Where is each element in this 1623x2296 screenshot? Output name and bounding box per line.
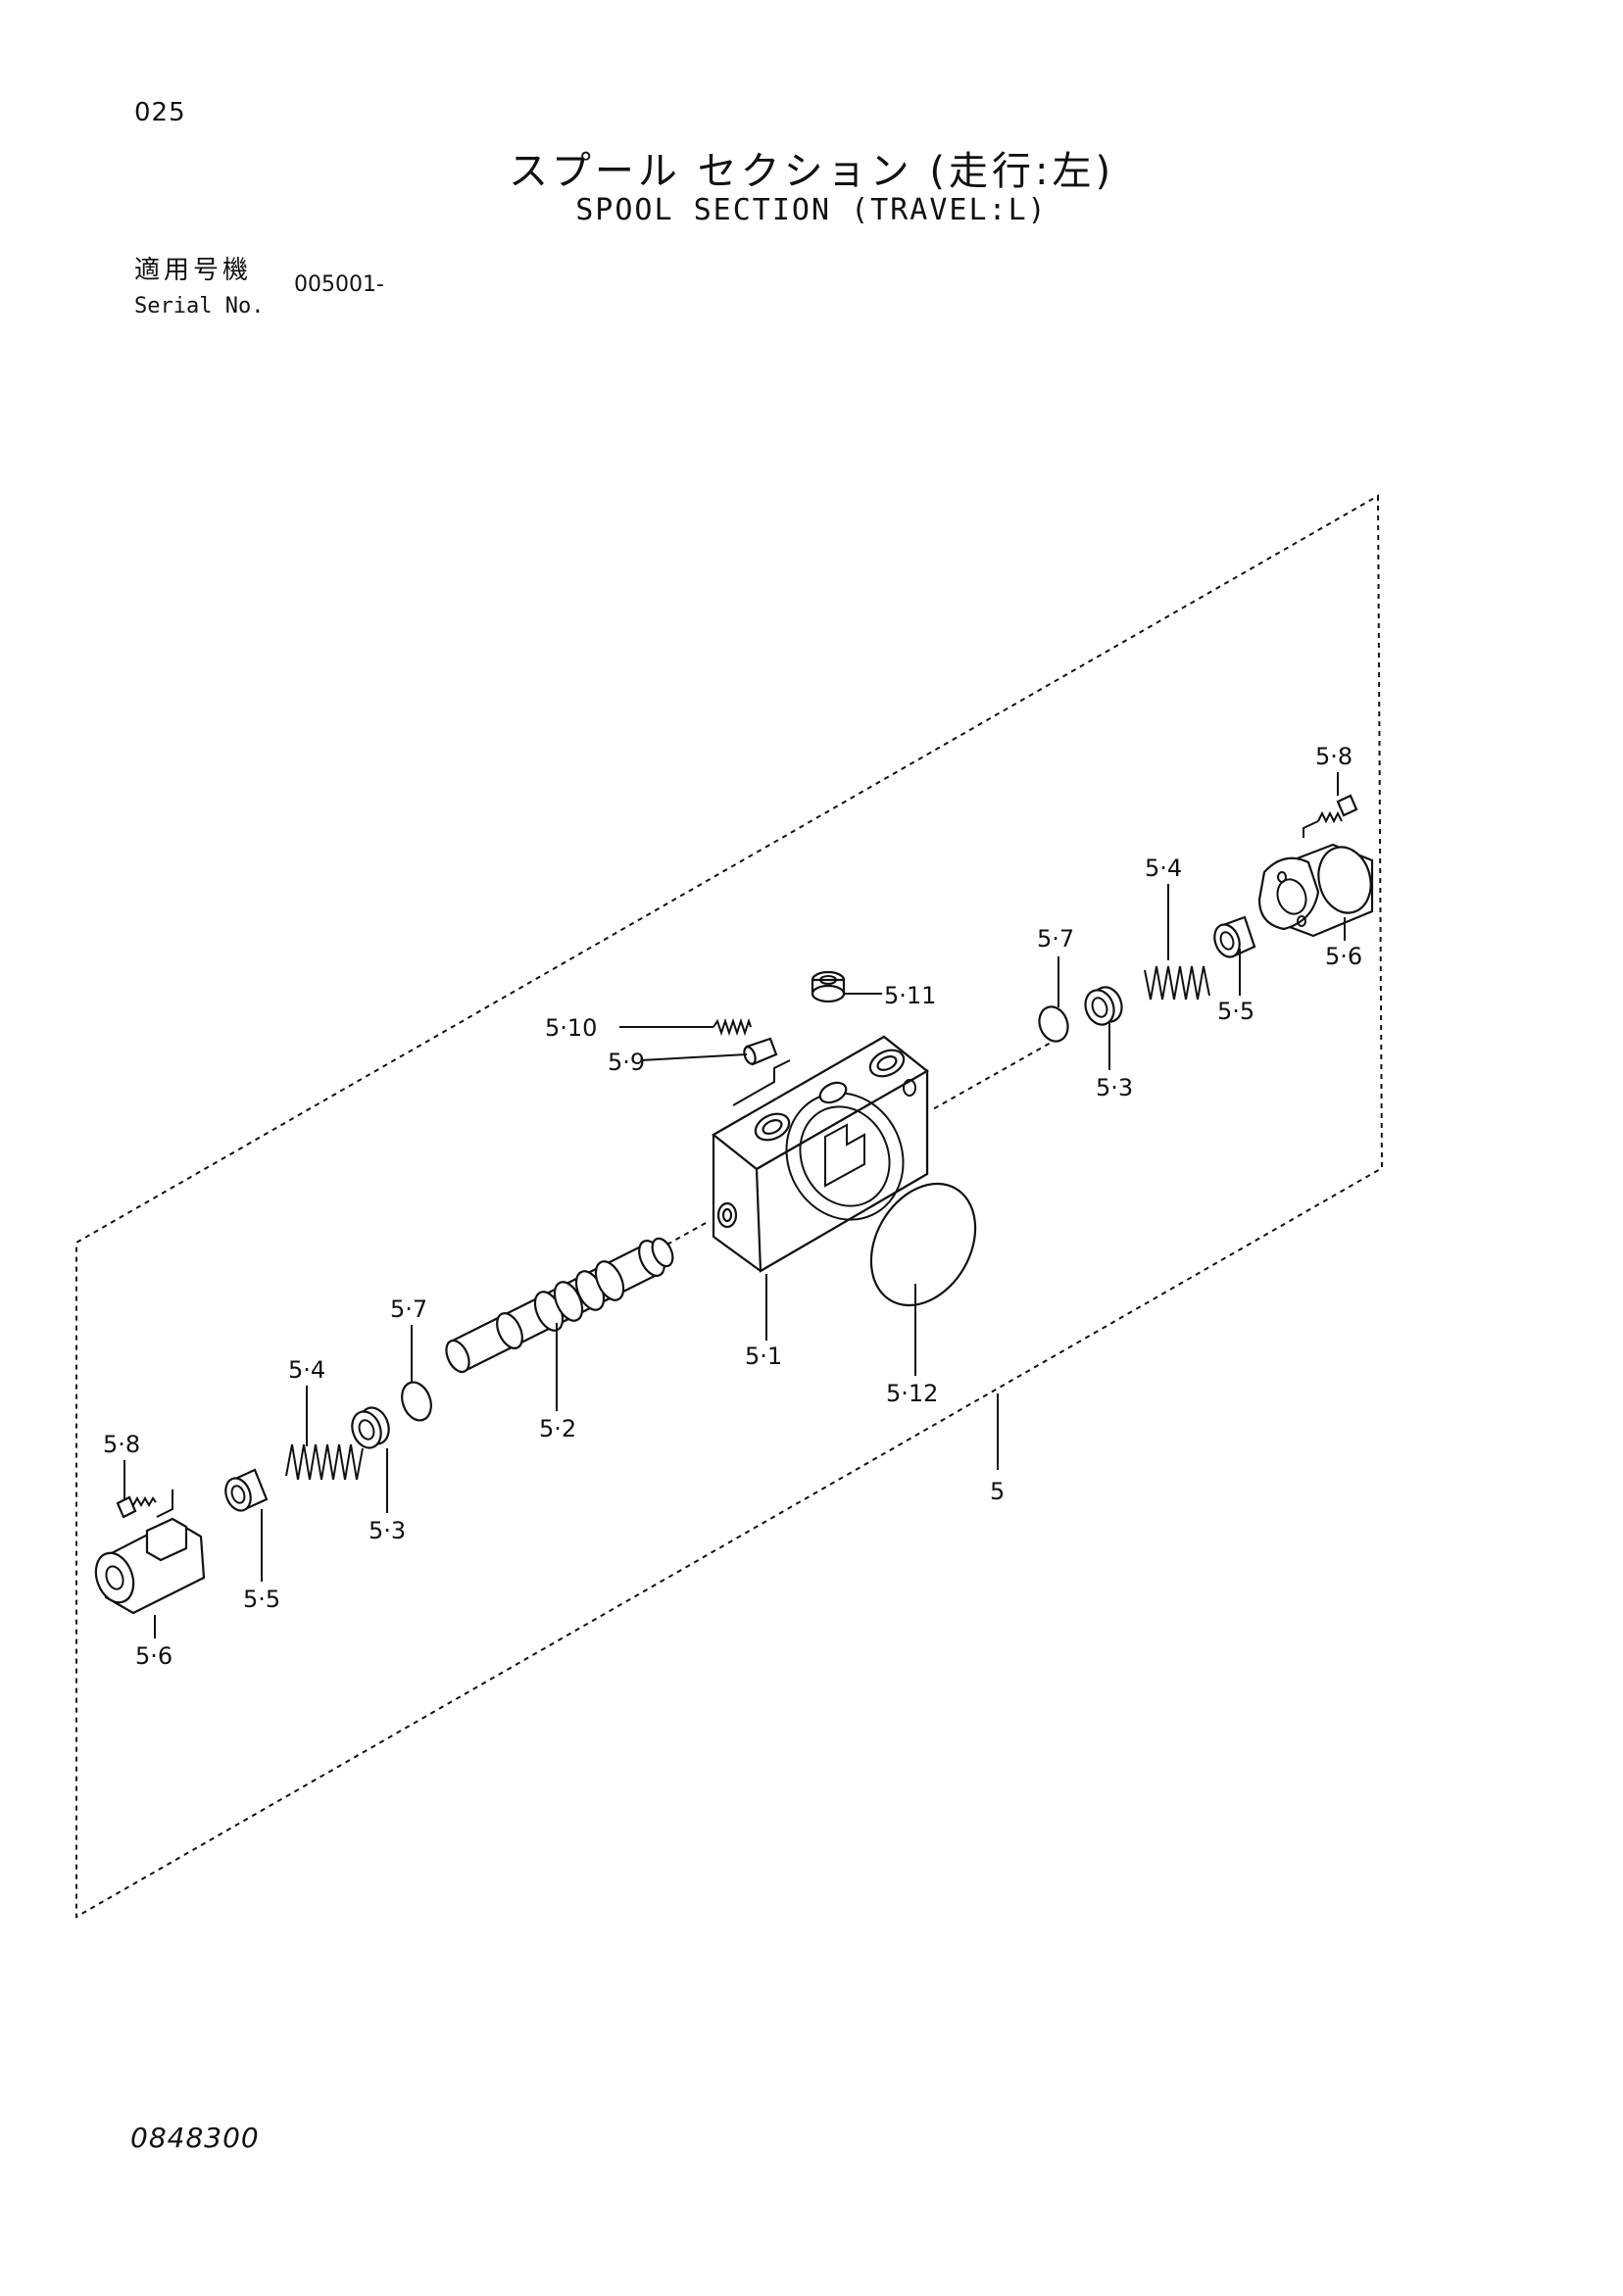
spring-left-part [285,1443,364,1481]
o-ring-right-part [1038,1005,1069,1043]
callout-5-6-right: 5·6 [1325,943,1362,970]
page-number: 025 [134,98,186,127]
small-plug-part [743,1037,778,1066]
callout-5-3-right: 5·3 [1096,1074,1133,1101]
callout-5: 5 [990,1478,1005,1505]
callout-5-3-left: 5·3 [369,1517,406,1544]
serial-label-japanese: 適用号機 [134,256,253,285]
small-spring-part [713,1017,752,1037]
callout-5-4-left: 5·4 [288,1356,325,1384]
spring-seat-right-part [1084,986,1123,1026]
stopper-left-part [224,1468,269,1512]
spring-seat-left-part [351,1406,390,1449]
assembly-boundary [75,494,1384,1919]
callout-5-4-right: 5·4 [1145,855,1182,882]
spring-right-part [1144,965,1210,1001]
leader-lines [123,772,1346,1638]
callout-5-8-right: 5·8 [1315,743,1352,770]
callout-5-5-right: 5·5 [1217,998,1254,1025]
cap-right-part [1257,820,1374,938]
serial-label-english: Serial No. [134,294,265,318]
cap-left-part [94,1490,206,1615]
callout-5-2: 5·2 [539,1415,576,1442]
callout-5-1: 5·1 [745,1343,782,1370]
callout-5-11: 5·11 [884,982,936,1009]
callout-5-7-left: 5·7 [390,1295,427,1323]
callout-5-10: 5·10 [545,1014,597,1042]
o-ring-left-part [401,1381,432,1422]
callout-5-12: 5·12 [886,1380,938,1407]
spool-part [445,1237,674,1374]
drawing-number: 0848300 [130,2122,260,2154]
bolt-left-part [116,1495,157,1519]
callout-5-8-left: 5·8 [103,1431,140,1458]
bolt-right-part [1317,794,1358,824]
title-japanese: スプール セクション (走行:左) [508,149,1115,194]
title-english: SPOOL SECTION (TRAVEL:L) [575,193,1048,227]
valve-body-part [712,1035,929,1273]
plug-part [811,970,846,1003]
axis-line-right [930,1033,1067,1111]
stopper-right-part [1213,915,1256,958]
serial-number-value: 005001- [294,272,384,297]
callout-5-9: 5·9 [608,1049,645,1076]
callout-5-7-right: 5·7 [1037,925,1074,953]
large-o-ring-part [869,1182,977,1307]
callout-5-5-left: 5·5 [243,1586,280,1613]
callout-5-6-left: 5·6 [135,1642,172,1670]
